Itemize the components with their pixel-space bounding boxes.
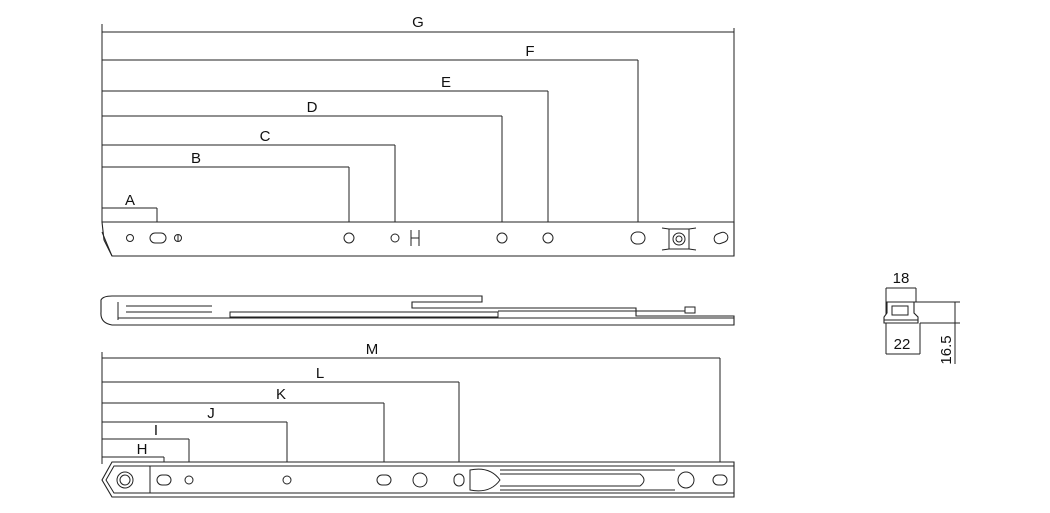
slot-hole: [376, 474, 392, 486]
dim-label-j: J: [207, 405, 215, 422]
hole: [282, 475, 292, 485]
dim-label-i: I: [154, 422, 158, 439]
dim-label-c: C: [260, 128, 271, 145]
section-inner: [891, 305, 909, 316]
cross-section: 18 22 16.5: [883, 270, 960, 365]
slot-hole: [712, 474, 728, 486]
bottom-view: M L K J I H: [101, 341, 735, 498]
dim-label-f: F: [525, 43, 534, 60]
dim-label-a: A: [125, 192, 135, 209]
bottom-rail-slot: [500, 473, 645, 487]
hole: [542, 232, 554, 244]
roller-bracket: [661, 227, 697, 251]
roller-hub: [119, 474, 131, 486]
slot-hole: [453, 473, 465, 487]
dim-label-k: K: [276, 386, 286, 403]
dim-label-d: D: [307, 99, 318, 116]
slot-hole: [149, 232, 167, 244]
hole: [496, 232, 508, 244]
hole: [343, 232, 355, 244]
section-bottom-width: 22: [894, 336, 911, 353]
top-view: G F E D C B A: [101, 14, 735, 257]
side-view: [100, 295, 735, 326]
hole: [412, 472, 428, 488]
hole: [126, 234, 134, 242]
linkage-arm: [469, 468, 501, 492]
section-height: 16.5: [938, 335, 955, 364]
slot-hole: [156, 474, 172, 486]
section-top-width: 18: [893, 270, 910, 287]
slot-hole: [630, 231, 646, 245]
top-rail-chamfer: [101, 231, 113, 257]
hole: [184, 475, 194, 485]
ladder-mark: [410, 230, 420, 246]
hole: [390, 233, 400, 243]
dim-label-m: M: [366, 341, 379, 358]
roller-wheel: [677, 471, 695, 489]
slot-hole: [713, 231, 729, 245]
dim-label-h: H: [137, 441, 148, 458]
side-rail-stop: [684, 306, 696, 314]
side-rail-slide: [229, 311, 499, 318]
dim-label-l: L: [316, 365, 324, 382]
dim-label-e: E: [441, 74, 451, 91]
dim-label-g: G: [412, 14, 424, 31]
dim-label-b: B: [191, 150, 201, 167]
